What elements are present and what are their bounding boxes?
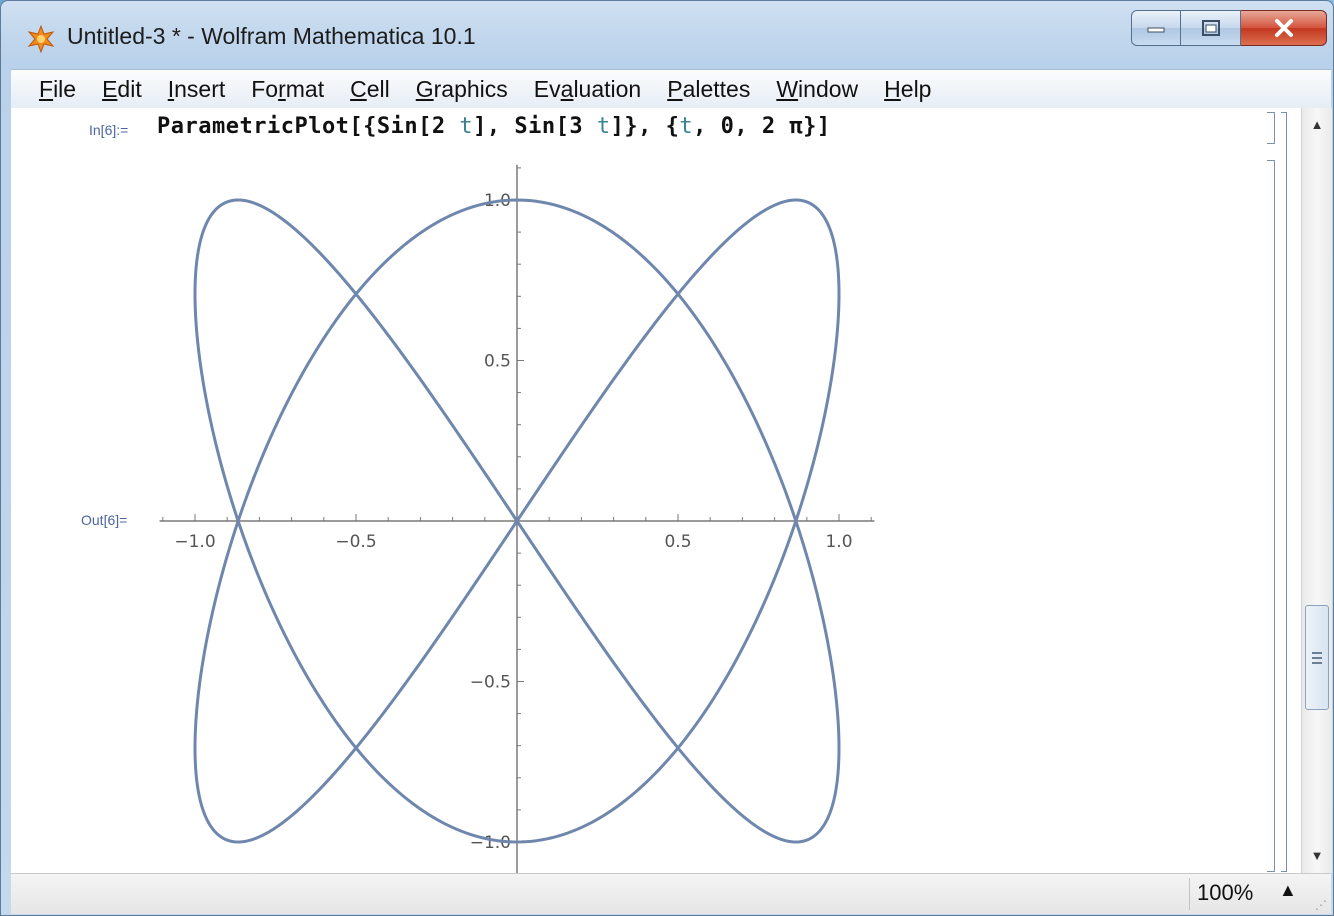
close-button[interactable] [1241,10,1327,46]
menu-file[interactable]: File [39,75,77,102]
code-var: t [679,114,694,139]
minimize-button[interactable] [1131,10,1181,46]
x-tick-label: 1.0 [825,532,852,552]
menu-cell[interactable]: Cell [350,75,390,102]
close-icon [1274,19,1293,37]
status-divider [1189,878,1190,910]
menu-graphics[interactable]: Graphics [415,75,508,102]
notebook-area[interactable]: In[6]:= ParametricPlot[{Sin[2 t], Sin[3 … [11,108,1301,873]
menu-edit[interactable]: Edit [102,75,142,102]
code-text: , 0, 2 π}] [693,114,831,139]
menu-evaluation[interactable]: Evaluation [533,75,642,102]
input-cell-bracket[interactable] [1267,112,1275,144]
y-tick-label: 0.5 [484,352,511,372]
window-title: Untitled-3 * - Wolfram Mathematica 10.1 [67,23,476,49]
scroll-up-arrow-icon[interactable]: ▲ [1310,117,1324,132]
maximize-button[interactable] [1181,10,1241,46]
output-cell-bracket[interactable] [1267,160,1275,872]
maximize-icon [1201,20,1220,36]
series-curve [193,198,841,844]
code-var: t [596,114,611,139]
scroll-thumb[interactable] [1305,605,1329,710]
menu-help[interactable]: Help [884,75,932,102]
menu-palettes[interactable]: Palettes [667,75,751,102]
scroll-down-arrow-icon[interactable]: ▼ [1310,848,1324,863]
zoom-menu-arrow-icon[interactable]: ▲ [1279,880,1297,900]
cell-group-bracket[interactable] [1281,112,1287,872]
mathematica-spikey-icon [27,25,55,53]
output-label: Out[6]= [81,512,128,528]
code-var: t [459,114,474,139]
input-cell[interactable]: ParametricPlot[{Sin[2 t], Sin[3 t]}, {t,… [157,114,831,139]
menu-insert[interactable]: Insert [167,75,226,102]
input-label: In[6]:= [89,122,129,138]
status-bar: 100% ▲ ⋰ [11,873,1331,914]
x-tick-label: 0.5 [664,532,691,552]
menu-format[interactable]: Format [251,75,325,102]
code-text: ParametricPlot[{Sin[2 [157,114,460,139]
x-tick-label: −0.5 [335,532,376,552]
code-text: ]}, { [610,114,680,139]
x-tick-label: −1.0 [174,532,215,552]
menu-window[interactable]: Window [776,75,859,102]
grip-icon [1312,651,1322,664]
menu-bar: File Edit Insert Format Cell Graphics Evaluati… [11,69,1331,109]
vertical-scrollbar[interactable]: ▲ ▼ [1301,108,1332,873]
title-bar[interactable]: Untitled-3 * - Wolfram Mathematica 10.1 [1,1,1333,67]
zoom-level[interactable]: 100% [1197,880,1254,905]
y-tick-label: −0.5 [470,673,511,693]
resize-grip-icon[interactable]: ⋰ [1315,898,1327,912]
minimize-icon [1147,27,1165,33]
code-text: ], Sin[3 [473,114,597,139]
